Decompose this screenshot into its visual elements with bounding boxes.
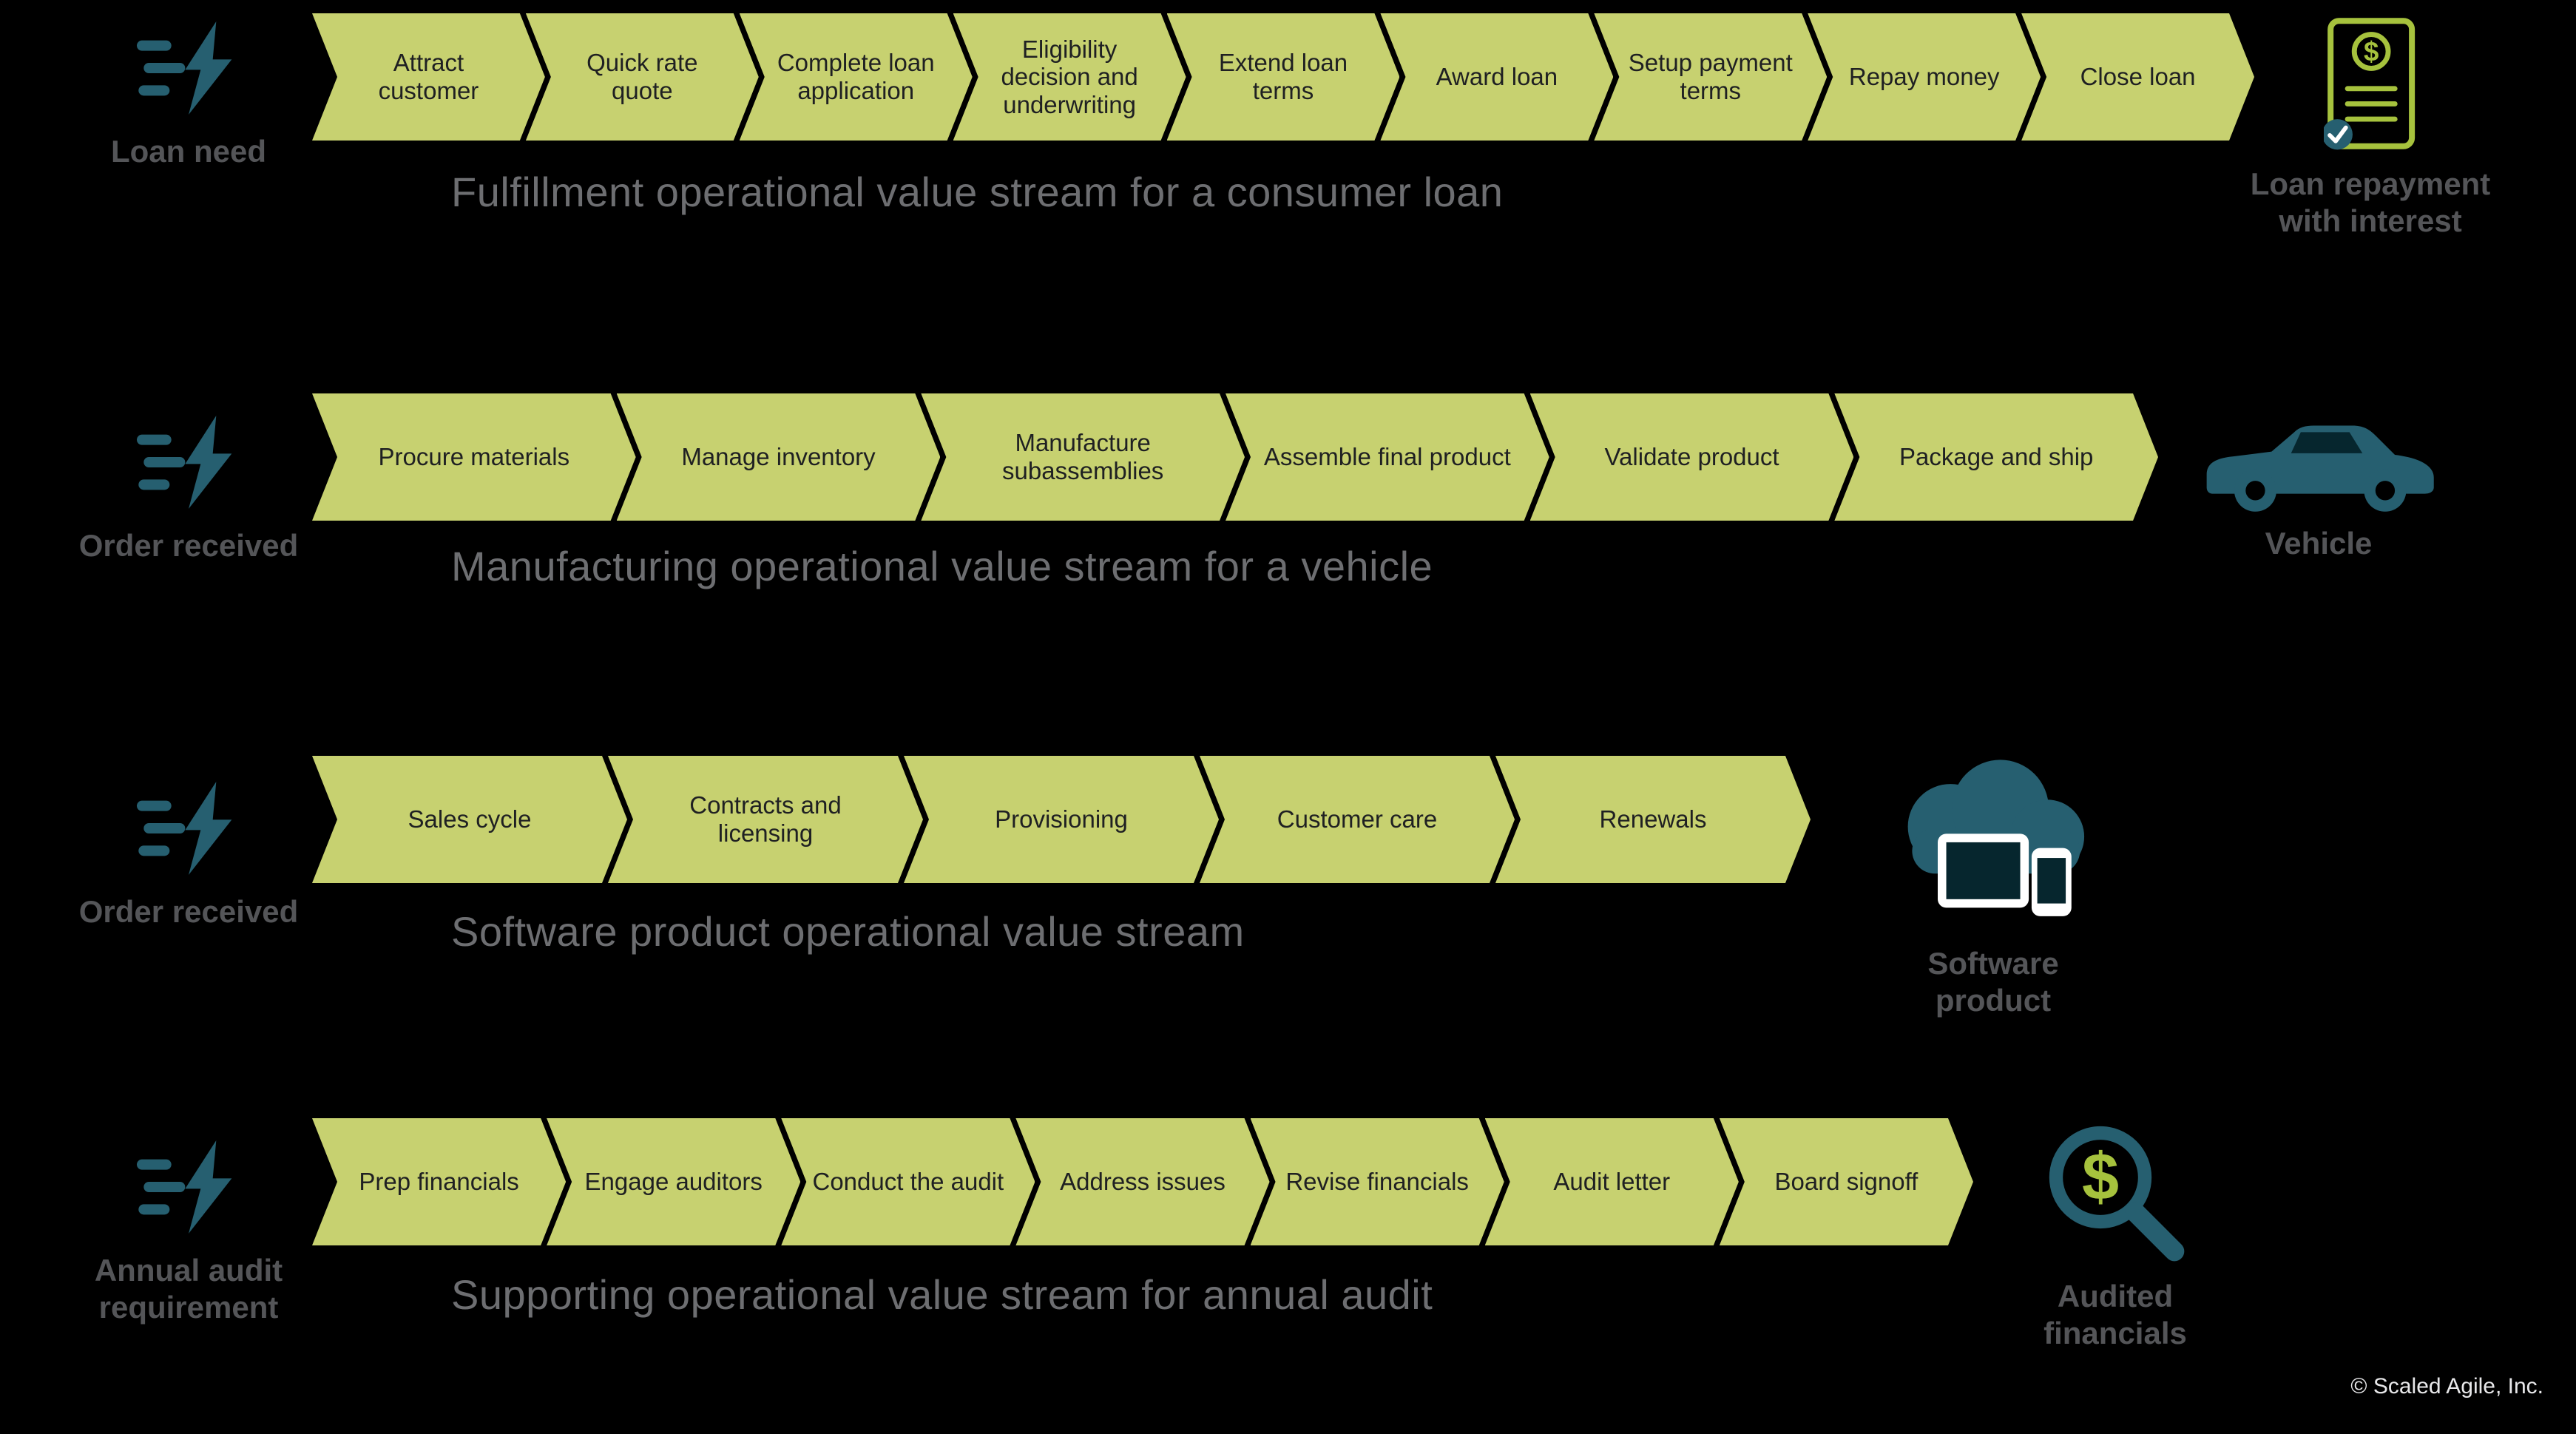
trigger-label: Order received: [78, 528, 299, 563]
lightning-bolt-icon: [137, 1140, 232, 1234]
value-stream-step: Extend loan terms: [1167, 13, 1400, 141]
car-icon: [2206, 425, 2434, 512]
lightning-bolt-icon: [137, 782, 232, 875]
value-stream-step: Engage auditors: [547, 1118, 800, 1245]
trigger-loan-need: Loan need: [30, 16, 348, 170]
value-stream-step: Sales cycle: [312, 756, 627, 883]
loan-repayment-document-icon: $: [2324, 18, 2416, 150]
value-stream-step: Renewals: [1495, 756, 1811, 883]
lightning-bolt-icon: [137, 21, 232, 115]
value-stream-step: Conduct the audit: [781, 1118, 1035, 1245]
svg-text:$: $: [2364, 36, 2379, 67]
result-label: Loan repayment with interest: [2250, 166, 2491, 238]
row-caption: Manufacturing operational value stream f…: [451, 543, 1433, 589]
result-loan-repayment: $ Loan repayment with interest: [2208, 13, 2533, 239]
result-label: Audited financials: [2043, 1279, 2187, 1350]
value-stream-step: Manufacture subassemblies: [921, 393, 1245, 521]
magnifier-dollar-icon: $: [2049, 1126, 2185, 1262]
value-stream-step: Repay money: [1808, 13, 2041, 141]
value-stream-step: Award loan: [1380, 13, 1613, 141]
value-stream-step: Revise financials: [1251, 1118, 1504, 1245]
value-stream-step: Prep financials: [312, 1118, 566, 1245]
cloud-devices-icon: [1907, 760, 2085, 916]
result-label: Vehicle: [2265, 526, 2373, 561]
value-stream-step: Attract customer: [312, 13, 545, 141]
value-stream-step: Board signoff: [1720, 1118, 1973, 1245]
result-audited-financials: $ Audited financials: [2012, 1118, 2219, 1351]
value-stream-step: Audit letter: [1485, 1118, 1739, 1245]
value-stream-step: Address issues: [1015, 1118, 1269, 1245]
value-stream-step: Customer care: [1200, 756, 1515, 883]
row-caption: Fulfillment operational value stream for…: [451, 169, 1504, 215]
trigger-annual-audit: Annual audit requirement: [30, 1135, 348, 1325]
svg-text:$: $: [2082, 1140, 2119, 1214]
trigger-label: Order received: [78, 894, 299, 929]
value-stream-step: Procure materials: [312, 393, 636, 521]
value-stream-step: Close loan: [2021, 13, 2254, 141]
result-label: Software product: [1927, 946, 2059, 1018]
copyright: © Scaled Agile, Inc.: [2350, 1374, 2543, 1399]
lightning-bolt-icon: [137, 416, 232, 509]
value-stream-step: Quick rate quote: [526, 13, 759, 141]
value-stream-step: Manage inventory: [617, 393, 941, 521]
trigger-label: Loan need: [110, 134, 267, 169]
trigger-order-received: Order received: [30, 410, 348, 564]
value-stream-step: Contracts and licensing: [608, 756, 923, 883]
value-stream-step: Validate product: [1530, 393, 1854, 521]
value-stream-step: Provisioning: [904, 756, 1219, 883]
row-caption: Software product operational value strea…: [451, 908, 1245, 955]
value-stream-step: Assemble final product: [1226, 393, 1549, 521]
value-stream-step: Eligibility decision and underwriting: [953, 13, 1186, 141]
trigger-label: Annual audit requirement: [94, 1253, 283, 1325]
result-software-product: Software product: [1882, 748, 2104, 1018]
result-vehicle: Vehicle: [2178, 413, 2459, 562]
value-stream-step: Setup payment terms: [1594, 13, 1827, 141]
value-stream-step: Complete loan application: [740, 13, 973, 141]
trigger-order-received: Order received: [30, 777, 348, 930]
value-stream-step: Package and ship: [1834, 393, 2158, 521]
row-caption: Supporting operational value stream for …: [451, 1271, 1433, 1318]
